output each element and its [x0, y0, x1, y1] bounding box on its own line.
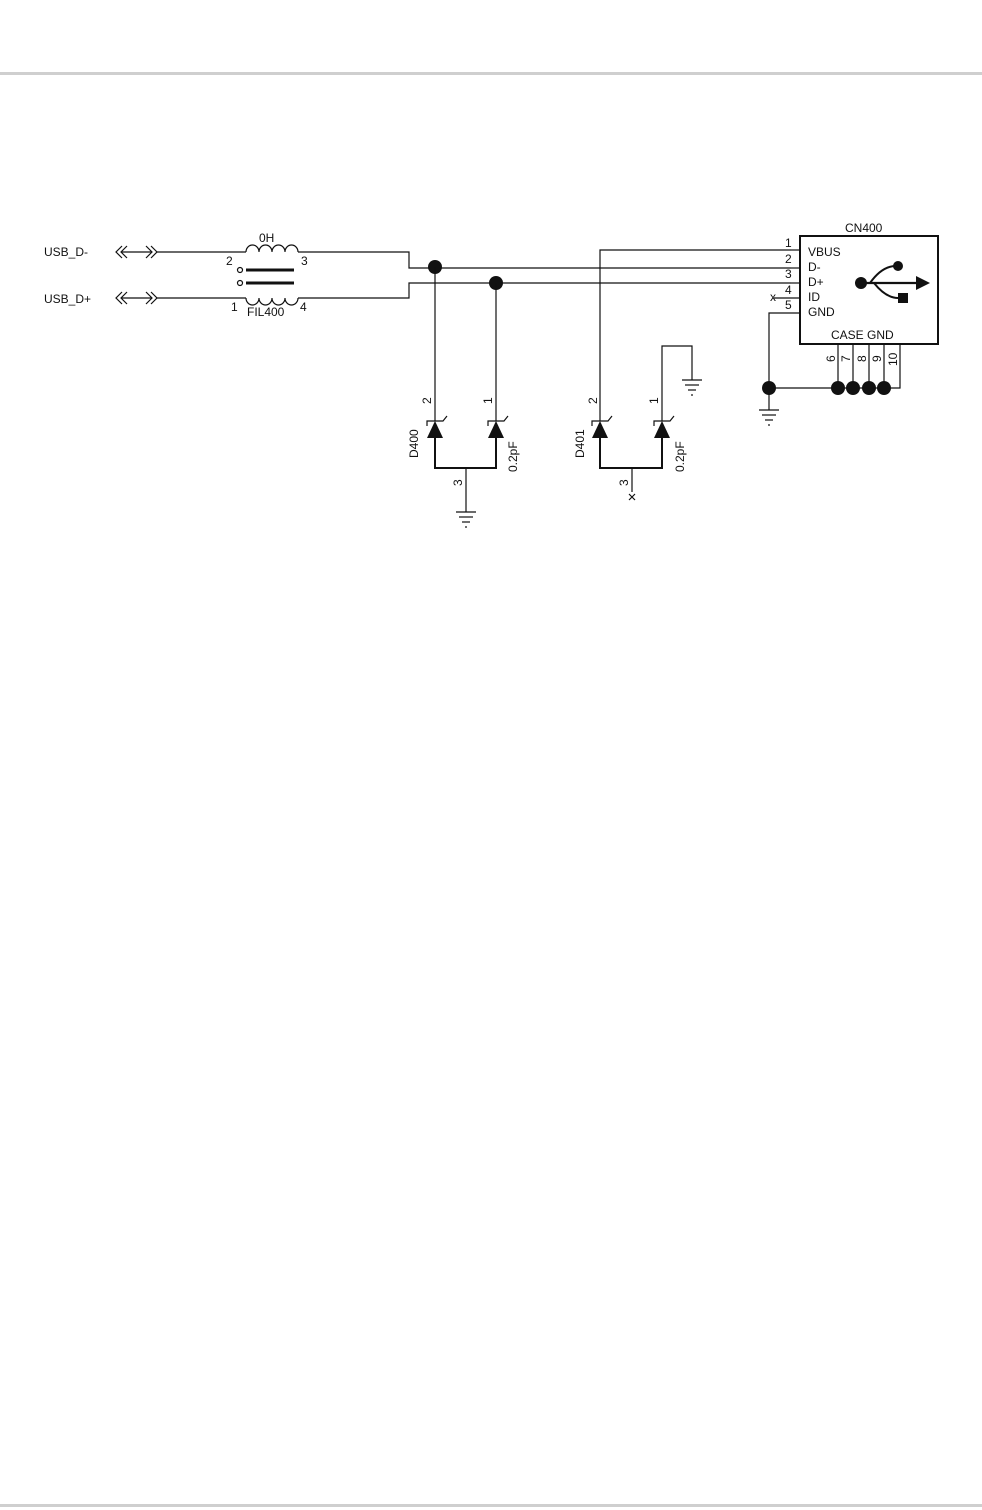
filter-ref: FIL400 [247, 305, 285, 319]
connector-pin-number: 1 [785, 236, 792, 250]
diode-pin-label: 1 [481, 397, 495, 404]
connector-pin-number: 4 [785, 283, 792, 297]
connector-ref: CN400 [845, 221, 883, 235]
diode-ref-d400: D400 [407, 429, 421, 458]
filter-value: 0H [259, 231, 274, 245]
diode-pin-label: 3 [617, 479, 631, 486]
usb-schematic: USB_D- USB_D+ 0H 2 3 1 4 FIL400 [0, 0, 982, 560]
connector-pin-name: D- [808, 260, 821, 274]
port-symbol-usb-dm [116, 246, 157, 258]
signal-label-usb-dm: USB_D- [44, 245, 88, 259]
diode-pin-label: 2 [586, 397, 600, 404]
connector-pin-number: 5 [785, 298, 792, 312]
polarity-dot [238, 281, 243, 286]
diode-pin-label: 2 [420, 397, 434, 404]
diode-value-d400: 0.2pF [506, 441, 520, 472]
usb-icon [855, 261, 930, 303]
filter-pin-label: 3 [301, 254, 308, 268]
connector-pin-name: VBUS [808, 245, 841, 259]
port-symbol-usb-dp [116, 292, 157, 304]
connector-pin-name: D+ [808, 275, 824, 289]
case-pin-number: 9 [870, 355, 884, 362]
connector-case-label: CASE GND [831, 328, 894, 342]
diode-d401 [592, 346, 702, 500]
filter-pin-label: 1 [231, 300, 238, 314]
polarity-dot [238, 268, 243, 273]
junction-dot [846, 381, 860, 395]
connector-pin-number: 2 [785, 252, 792, 266]
filter-pin-label: 2 [226, 254, 233, 268]
diode-value-d401: 0.2pF [673, 441, 687, 472]
diode-d400 [427, 267, 508, 527]
junction-dot [862, 381, 876, 395]
diode-ref-d401: D401 [573, 429, 587, 458]
diode-pin-label: 3 [451, 479, 465, 486]
case-pin-number: 7 [839, 355, 853, 362]
signal-label-usb-dp: USB_D+ [44, 292, 91, 306]
filter-pin-label: 4 [300, 300, 307, 314]
bottom-rule [0, 1504, 982, 1507]
case-pin-number: 10 [886, 352, 900, 366]
filter-fil400 [157, 245, 405, 305]
case-pin-number: 6 [824, 355, 838, 362]
diode-pin-label: 1 [647, 397, 661, 404]
junction-dot [877, 381, 891, 395]
case-pin-number: 8 [855, 355, 869, 362]
connector-pin-name: ID [808, 290, 820, 304]
junction-dot [762, 381, 776, 395]
connector-pin-number: 3 [785, 267, 792, 281]
no-connect-mark: x [770, 290, 776, 304]
connector-pin-name: GND [808, 305, 835, 319]
net-wires [405, 250, 791, 421]
junction-dot [831, 381, 845, 395]
